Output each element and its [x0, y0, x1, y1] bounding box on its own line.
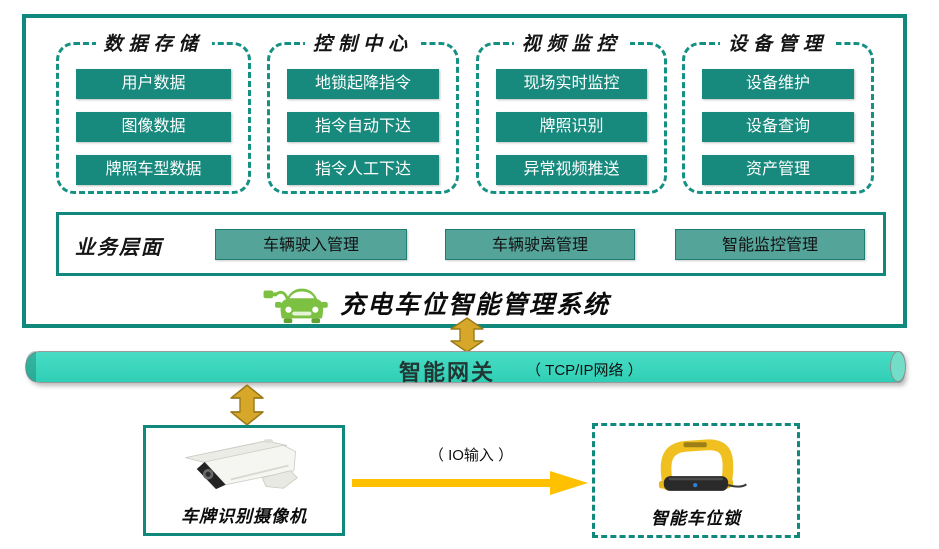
group-data-storage: 数据存储 用户数据 图像数据 牌照车型数据	[56, 29, 251, 194]
camera-label: 车牌识别摄像机	[181, 507, 307, 526]
io-arrow-icon	[352, 471, 588, 495]
parking-lock-image	[658, 439, 747, 491]
module-item: 现场实时监控	[495, 69, 648, 99]
group-title: 控制中心	[304, 29, 422, 56]
module-item: 用户数据	[76, 69, 231, 99]
module-item: 资产管理	[701, 155, 855, 185]
group-items: 地锁起降指令 指令自动下达 指令人工下达	[270, 45, 456, 185]
business-module-exit: 车辆驶离管理	[445, 229, 635, 260]
gateway-network-label: （ TCP/IP网络 ）	[526, 362, 643, 379]
module-item: 牌照识别	[495, 112, 648, 142]
module-item: 地锁起降指令	[286, 69, 440, 99]
gateway-bar-left-cap	[26, 351, 36, 382]
camera-box: 车牌识别摄像机	[143, 425, 345, 536]
group-title: 视频监控	[513, 29, 630, 56]
business-layer-label: 业务层面	[75, 237, 163, 259]
double-arrow-icon	[230, 384, 264, 426]
system-title: 充电车位智能管理系统	[340, 291, 611, 319]
group-items: 用户数据 图像数据 牌照车型数据	[59, 45, 248, 185]
group-device-management: 设备管理 设备维护 设备查询 资产管理	[682, 29, 874, 194]
gateway-title: 智能网关	[399, 360, 496, 385]
group-title: 数据存储	[95, 29, 212, 56]
gateway-bar-right-cap	[890, 351, 906, 382]
module-item: 指令人工下达	[286, 155, 440, 185]
platform-panel: 数据存储 用户数据 图像数据 牌照车型数据 控制中心 地锁起降指令 指令自动下达…	[22, 14, 907, 328]
license-plate-camera-image	[185, 439, 299, 490]
module-item: 设备维护	[701, 69, 855, 99]
module-item: 牌照车型数据	[76, 155, 231, 185]
double-arrow-icon	[450, 317, 484, 353]
module-item: 指令自动下达	[286, 112, 440, 142]
group-items: 现场实时监控 牌照识别 异常视频推送	[479, 45, 664, 185]
business-layer-panel: 业务层面 车辆驶入管理 车辆驶离管理 智能监控管理	[56, 212, 886, 276]
business-module-entry: 车辆驶入管理	[215, 229, 407, 260]
business-module-monitoring: 智能监控管理	[675, 229, 865, 260]
group-control-center: 控制中心 地锁起降指令 指令自动下达 指令人工下达	[267, 29, 459, 194]
group-title: 设备管理	[719, 29, 837, 56]
gateway-bar: 智能网关 （ TCP/IP网络 ）	[25, 351, 906, 385]
group-video-monitoring: 视频监控 现场实时监控 牌照识别 异常视频推送	[476, 29, 667, 194]
io-input-label: （ IO输入 ）	[428, 447, 514, 464]
module-item: 图像数据	[76, 112, 231, 142]
module-item: 异常视频推送	[495, 155, 648, 185]
lock-box: 智能车位锁	[592, 423, 800, 538]
group-items: 设备维护 设备查询 资产管理	[685, 45, 871, 185]
lock-label: 智能车位锁	[651, 509, 741, 528]
module-item: 设备查询	[701, 112, 855, 142]
charging-car-icon	[263, 288, 328, 324]
